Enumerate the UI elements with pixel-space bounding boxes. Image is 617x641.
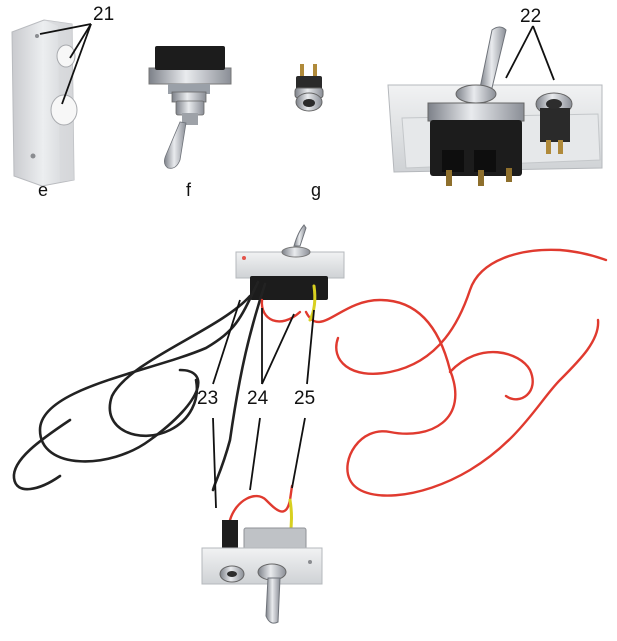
part-label-e: e bbox=[38, 180, 48, 200]
yellow-wire bbox=[288, 284, 317, 538]
wired-bracket-top bbox=[235, 224, 345, 300]
wired-bracket-bottom bbox=[201, 520, 323, 624]
angle-bracket-e bbox=[11, 19, 78, 187]
callout-21: 21 bbox=[93, 4, 114, 25]
callout-22: 22 bbox=[520, 6, 541, 27]
assembled-bracket-22 bbox=[387, 26, 603, 186]
red-wire bbox=[228, 248, 608, 522]
black-wire bbox=[12, 280, 267, 492]
callout-25: 25 bbox=[294, 388, 315, 409]
dc-jack-g bbox=[294, 64, 324, 112]
part-label-g: g bbox=[311, 180, 321, 200]
leader-lines bbox=[39, 23, 555, 509]
part-label-f: f bbox=[186, 180, 192, 200]
callout-24: 24 bbox=[247, 388, 269, 409]
callout-23: 23 bbox=[197, 388, 218, 409]
toggle-switch-f bbox=[148, 46, 232, 169]
